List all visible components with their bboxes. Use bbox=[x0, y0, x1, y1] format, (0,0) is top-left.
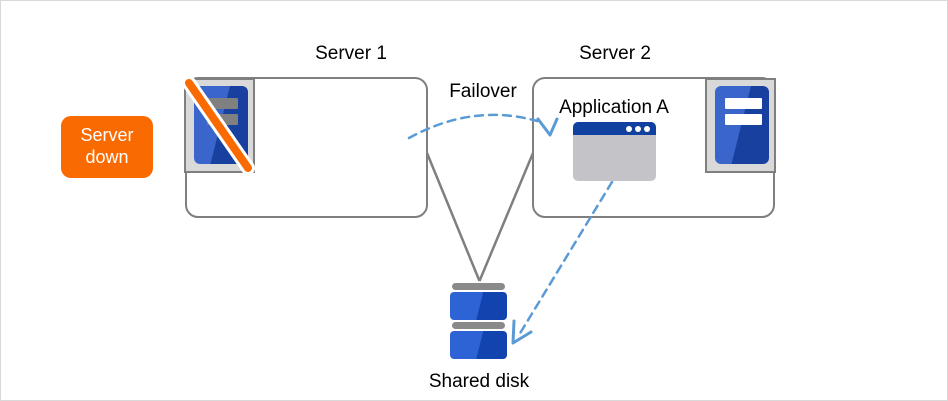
server2-chassis bbox=[715, 86, 769, 164]
disk-stack-icon bbox=[450, 283, 507, 359]
window-dot-icon bbox=[635, 125, 641, 132]
disk-cap bbox=[452, 283, 505, 290]
disk-platter bbox=[450, 331, 507, 359]
server2-label: Server 2 bbox=[579, 43, 651, 64]
server1-disk-link-line bbox=[425, 152, 481, 282]
server1-label: Server 1 bbox=[315, 43, 387, 64]
server2-drive-bar bbox=[725, 98, 762, 109]
application-label: Application A bbox=[559, 97, 669, 118]
shared-disk-label: Shared disk bbox=[428, 371, 530, 392]
app-to-disk-arrowhead bbox=[511, 319, 533, 345]
server-up-icon bbox=[705, 78, 776, 173]
disk-platter bbox=[450, 292, 507, 320]
app-window-icon bbox=[573, 122, 656, 181]
disk-cap bbox=[452, 322, 505, 329]
server2-drive-bar bbox=[725, 114, 762, 125]
server-down-icon bbox=[181, 75, 255, 175]
server2-disk-link-line bbox=[478, 152, 535, 282]
window-dot-icon bbox=[626, 125, 632, 132]
window-dot-icon bbox=[644, 125, 650, 132]
no-entry-slash-icon bbox=[181, 75, 255, 175]
failover-label: Failover bbox=[449, 81, 517, 102]
app-window-titlebar bbox=[573, 122, 656, 135]
server1-drive-bar bbox=[207, 98, 238, 109]
server-down-badge: Server down bbox=[61, 116, 153, 178]
